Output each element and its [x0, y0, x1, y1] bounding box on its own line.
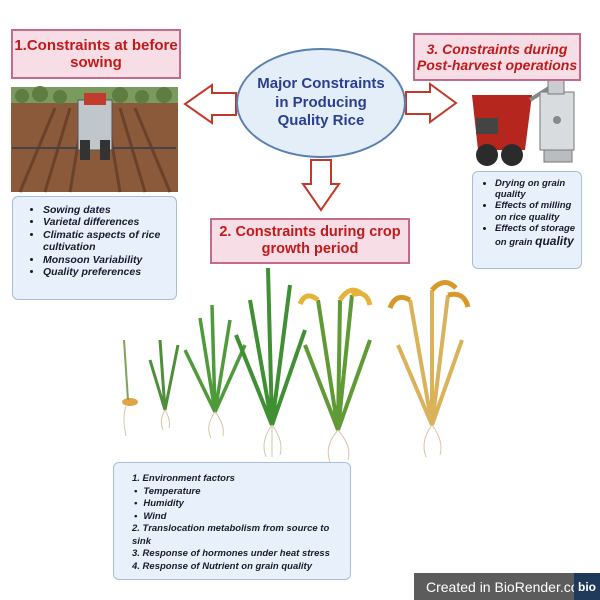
- list-item: Humidity: [128, 498, 346, 511]
- box3-title-line-1: 3. Constraints during: [426, 40, 568, 57]
- box1-title: 1.Constraints at before sowing: [11, 29, 181, 79]
- list-item: Varietal differences: [43, 216, 172, 228]
- list-item: Monsoon Variability: [43, 254, 172, 266]
- list-item: 3. Response of hormones under heat stres…: [132, 548, 330, 560]
- center-line-2: in Producing: [275, 93, 367, 111]
- tractor-field-image: [11, 86, 178, 193]
- arrow-down-icon: [301, 159, 341, 212]
- box3-list: Drying on grain quality Effects of milli…: [472, 171, 582, 269]
- list-item: 2. Translocation metabolism from source …: [132, 523, 330, 547]
- arrow-right-icon: [405, 82, 458, 124]
- box3-title: 3. Constraints during Post-harvest opera…: [413, 33, 581, 81]
- box1-title-line-1: 1.Constraints at before: [14, 36, 178, 54]
- center-line-1: Major Constraints: [257, 74, 385, 92]
- biorender-badge[interactable]: Created in BioRender.com bio: [414, 573, 600, 600]
- list-item: Climatic aspects of rice cultivation: [43, 229, 172, 254]
- arrow-left-icon: [183, 83, 237, 125]
- list-item: Effects of milling on rice quality: [495, 200, 579, 222]
- list-item: Quality preferences: [43, 266, 172, 278]
- box1-title-line-2: sowing: [70, 54, 122, 71]
- list-item: Wind: [128, 511, 346, 524]
- post-harvest-machine-image: [472, 77, 575, 166]
- list-item: Effects of storage on grain quality: [495, 223, 579, 248]
- list-item: Temperature: [128, 486, 346, 499]
- biorender-logo-icon: bio: [574, 573, 600, 600]
- list-item: 4. Response of Nutrient on grain quality: [132, 560, 312, 572]
- list-item: 1. Environment factors: [132, 473, 235, 484]
- box1-list: Sowing dates Varietal differences Climat…: [12, 196, 177, 300]
- list-item: Drying on grain quality: [495, 178, 579, 200]
- box2-title: 2. Constraints during crop growth period: [210, 218, 410, 264]
- central-topic: Major Constraints in Producing Quality R…: [236, 48, 406, 158]
- badge-text: Created in BioRender.com: [426, 578, 591, 595]
- box3-title-line-2: Post-harvest operations: [416, 57, 578, 73]
- rice-growth-stages-image: [122, 267, 471, 463]
- box2-list: 1. Environment factors Temperature Humid…: [113, 462, 351, 580]
- list-item: Sowing dates: [43, 204, 172, 216]
- list-item-emphasis: quality: [535, 234, 574, 249]
- list-item-text: Effects of storage on grain: [495, 222, 576, 249]
- box2-title-line-2: growth period: [261, 241, 359, 257]
- box2-title-line-1: 2. Constraints during crop: [219, 224, 401, 241]
- center-line-3: Quality Rice: [277, 112, 365, 130]
